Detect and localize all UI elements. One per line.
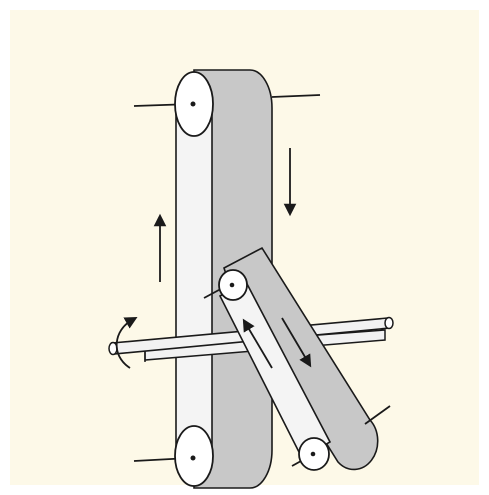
motion-arrows — [115, 148, 312, 369]
lower-small-pulley-shaft-right — [364, 405, 391, 425]
rotation-arrow — [115, 316, 138, 369]
rod-end-right — [384, 316, 394, 330]
inclined-down-arrow — [281, 317, 312, 368]
inclined-up-arrow — [242, 318, 273, 369]
lower-small-pulley-hub — [310, 451, 316, 457]
bottom-pulley-hub — [190, 455, 196, 461]
top-pulley-hub — [190, 101, 196, 107]
upper-small-pulley-hub — [229, 282, 235, 288]
vertical-belt-light-face — [175, 107, 213, 451]
pulleys — [133, 71, 391, 487]
top-pulley-shaft-right — [271, 94, 321, 98]
